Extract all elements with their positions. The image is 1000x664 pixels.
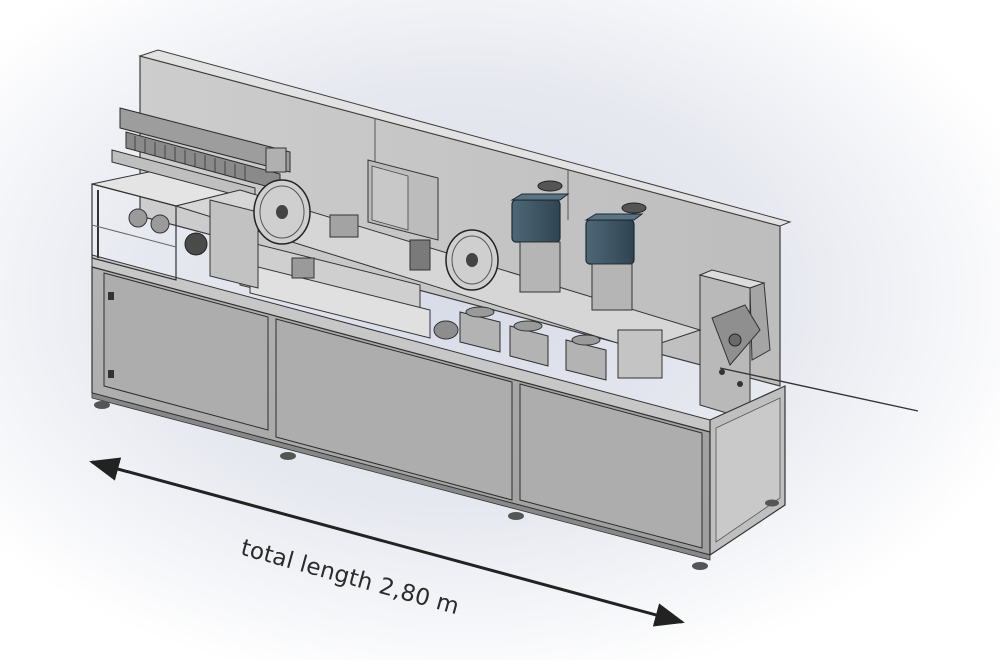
dimension-arrow-icon xyxy=(89,457,685,627)
servo-motor-icon xyxy=(584,202,647,311)
servo-motor-icon xyxy=(510,180,570,293)
feed-rollers-icon xyxy=(111,107,291,201)
right-end-tower xyxy=(698,269,771,421)
wire-strand-icon xyxy=(719,367,919,412)
work-deck xyxy=(174,189,702,351)
cutting-disc-icon xyxy=(253,179,311,245)
left-frame xyxy=(91,169,241,281)
gearbox-units xyxy=(433,306,663,381)
drive-pulley-icon xyxy=(184,232,208,256)
cutting-disc-icon xyxy=(445,229,499,291)
